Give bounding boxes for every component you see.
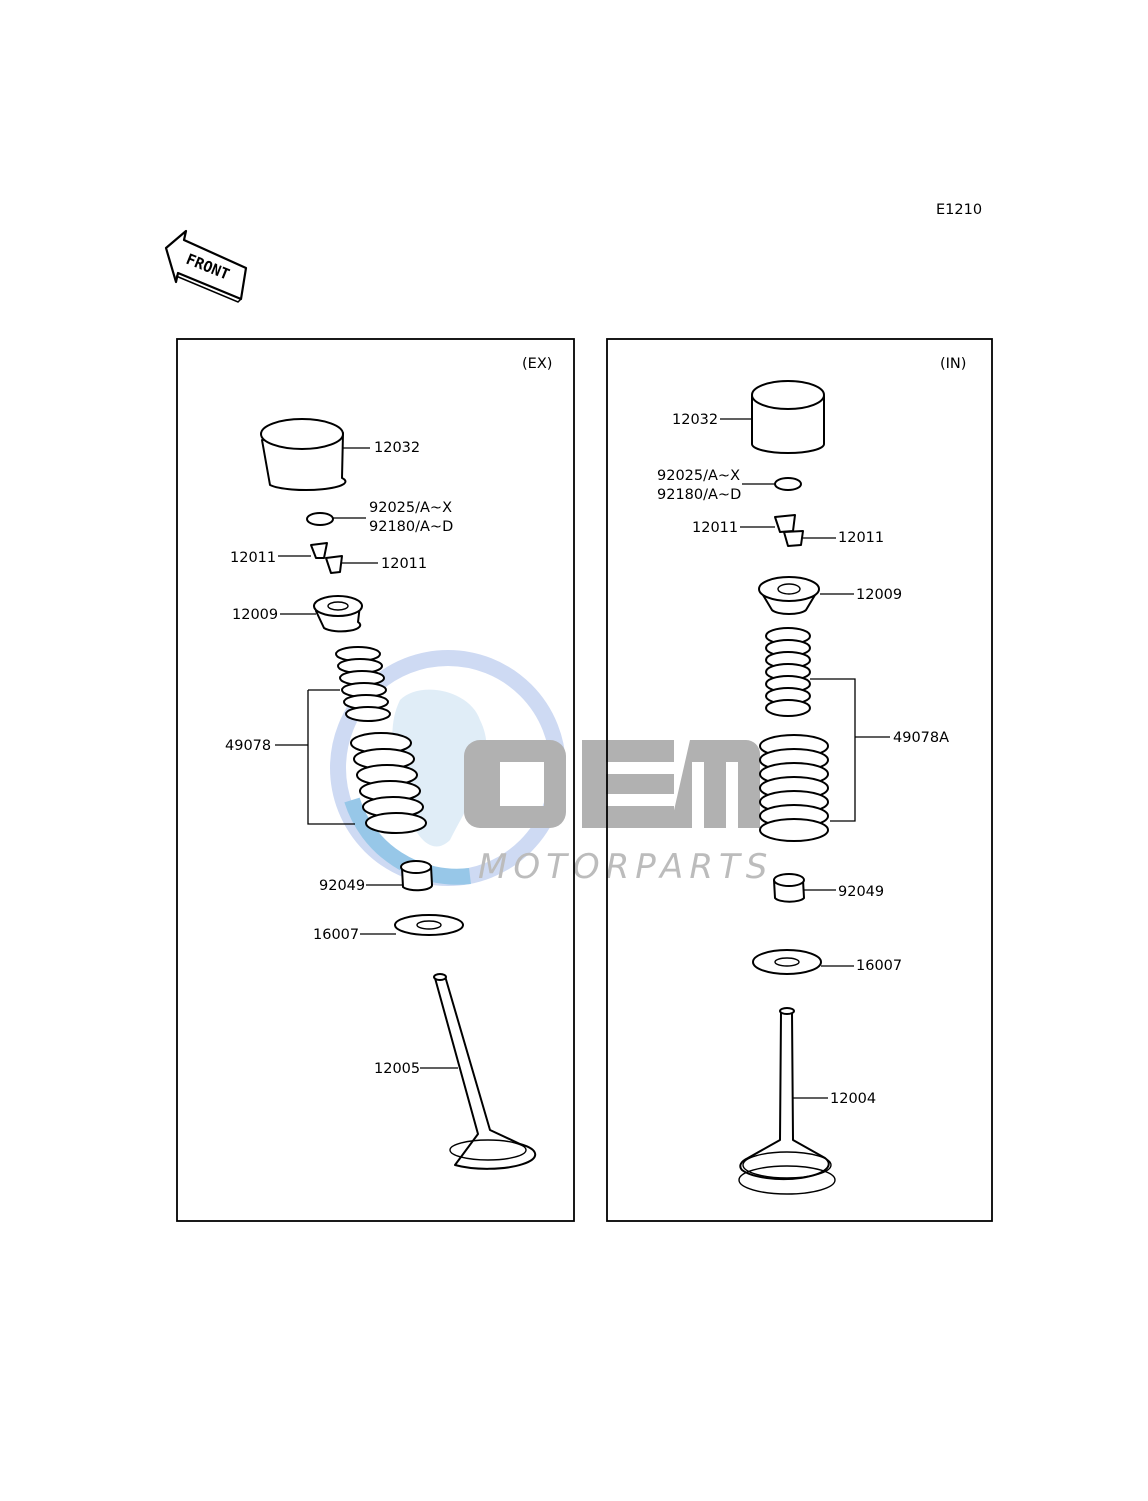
ex-retainer-label: 12009	[232, 607, 278, 623]
in-seat-label: 16007	[856, 958, 902, 974]
in-retainer-label: 12009	[856, 587, 902, 603]
ex-spring-label: 49078	[225, 738, 271, 754]
in-panel-frame	[606, 338, 993, 1222]
in-valve-label: 12004	[830, 1091, 876, 1107]
ex-shim-label-a: 92025/A~X	[369, 500, 452, 516]
ex-panel: (EX) 12032 92025/A~X 92180/A~D 12011 120…	[176, 338, 575, 1222]
front-arrow-icon: FRONT	[164, 229, 248, 303]
ex-shim-label-b: 92180/A~D	[369, 519, 453, 535]
ex-outer-spring-part[interactable]	[350, 732, 427, 834]
ex-shim-part[interactable]	[306, 512, 334, 526]
ex-cotter-left-label: 12011	[230, 550, 276, 566]
ex-seat-part[interactable]	[394, 914, 464, 936]
in-cotter-part[interactable]	[774, 514, 804, 547]
in-seal-part[interactable]	[773, 873, 805, 903]
in-panel-title: (IN)	[940, 356, 966, 372]
in-shim-part[interactable]	[774, 477, 802, 491]
in-seal-label: 92049	[838, 884, 884, 900]
diagram-code: E1210	[936, 202, 982, 218]
in-shim-label-a: 92025/A~X	[657, 468, 740, 484]
in-shim-label-b: 92180/A~D	[657, 487, 741, 503]
ex-tappet-part[interactable]	[260, 418, 347, 492]
in-seat-part[interactable]	[752, 949, 822, 975]
ex-cotter-right-label: 12011	[381, 556, 427, 572]
ex-valve-part[interactable]	[433, 973, 537, 1170]
ex-tappet-label: 12032	[374, 440, 420, 456]
watermark-subtitle: MOTORPARTS	[478, 847, 773, 887]
watermark-brand	[464, 740, 760, 828]
in-tappet-part[interactable]	[751, 380, 825, 454]
in-panel: (IN) 12032 92025/A~X 92180/A~D 12011 120…	[606, 338, 993, 1222]
in-outer-spring-part[interactable]	[759, 734, 829, 842]
in-spring-label: 49078A	[893, 730, 949, 746]
in-tappet-label: 12032	[672, 412, 718, 428]
oem-watermark: MOTORPARTS	[330, 650, 773, 887]
ex-inner-spring-part[interactable]	[335, 646, 391, 722]
ex-cotter-part[interactable]	[310, 542, 343, 574]
ex-retainer-part[interactable]	[313, 595, 363, 633]
in-cotter-left-label: 12011	[692, 520, 738, 536]
in-retainer-part[interactable]	[758, 576, 820, 616]
in-cotter-right-label: 12011	[838, 530, 884, 546]
in-valve-part[interactable]	[738, 1007, 836, 1195]
ex-seal-label: 92049	[319, 878, 365, 894]
ex-seat-label: 16007	[313, 927, 359, 943]
ex-seal-part[interactable]	[400, 860, 433, 892]
in-inner-spring-part[interactable]	[765, 627, 811, 717]
ex-valve-label: 12005	[374, 1061, 420, 1077]
ex-panel-frame	[176, 338, 575, 1222]
ex-panel-title: (EX)	[522, 356, 552, 372]
